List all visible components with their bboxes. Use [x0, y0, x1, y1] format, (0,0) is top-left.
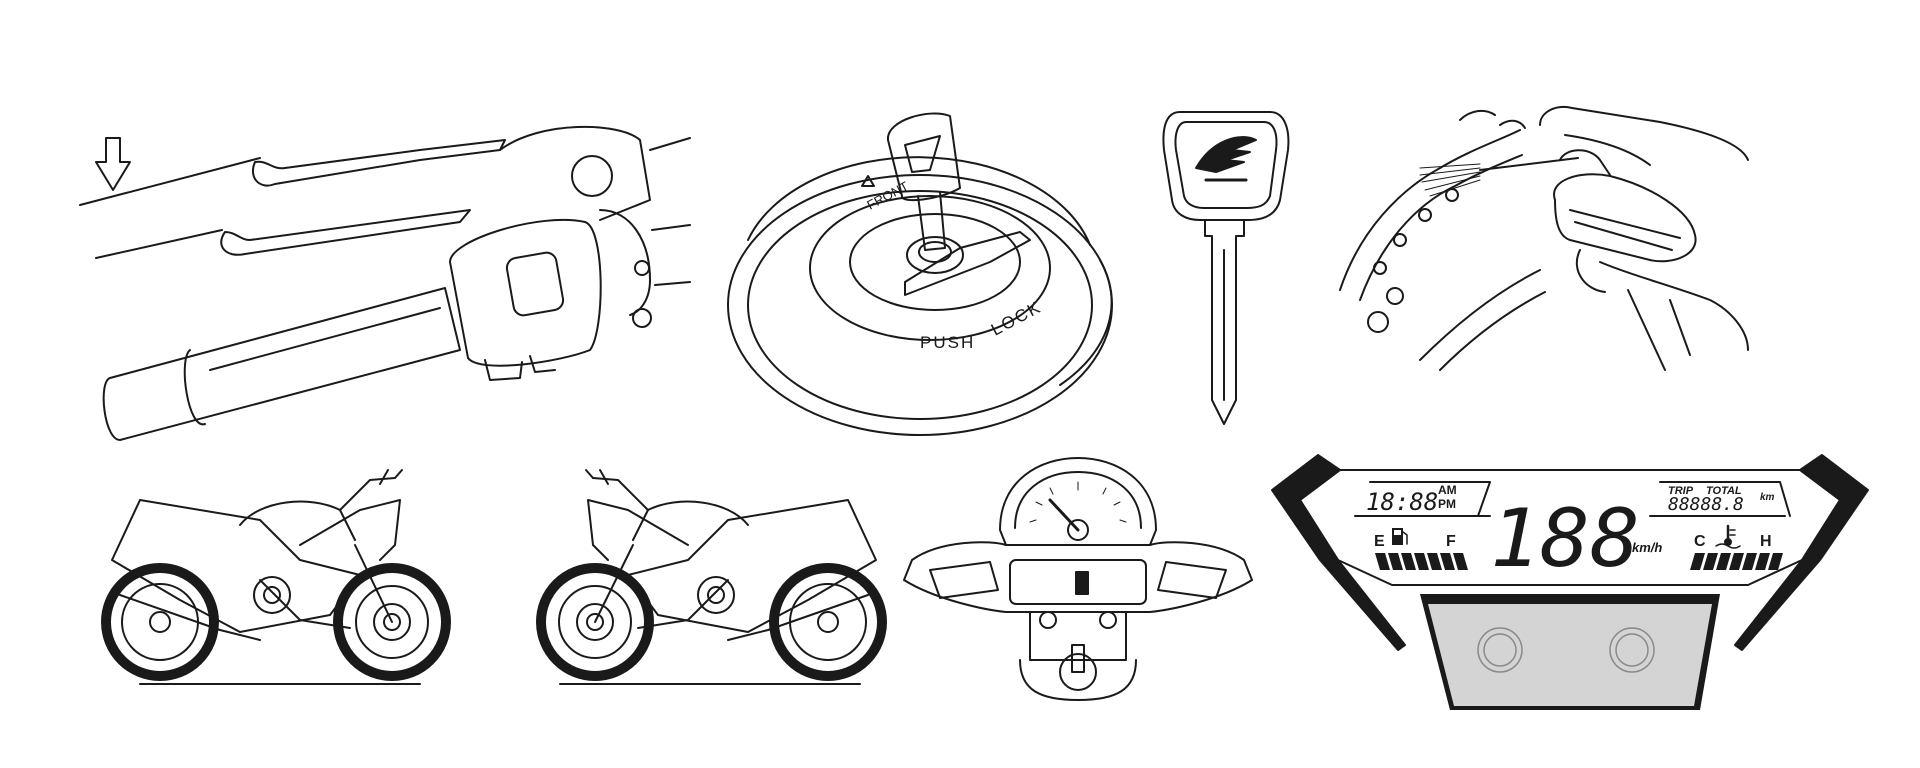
dashboard-lower-panel [1428, 604, 1712, 706]
ignition-push-label: PUSH [920, 333, 975, 352]
clock-display: 18:88 [1366, 488, 1438, 516]
down-arrow-icon [95, 137, 131, 191]
clock-am-label: AM [1438, 483, 1457, 497]
total-label: TOTAL [1706, 485, 1742, 497]
odometer-unit-label: km [1760, 492, 1775, 503]
speed-unit-label: km/h [1632, 540, 1662, 555]
analog-instrument-cluster [903, 457, 1253, 701]
trip-label: TRIP [1668, 485, 1694, 497]
odometer-display: 88888.8 [1668, 494, 1744, 515]
fuel-full-label: F [1446, 533, 1456, 550]
honda-wing-logo [1195, 136, 1257, 182]
motorcycle-side-view-left-facing [536, 469, 887, 685]
temp-cold-label: C [1694, 533, 1706, 550]
chain-lubrication-illustration [1339, 106, 1749, 371]
motorcycle-key-illustration [1162, 111, 1290, 425]
clock-pm-label: PM [1438, 497, 1456, 511]
ignition-lock-label: LOCK [988, 297, 1045, 339]
ignition-switch-illustration: FRONT PUSH LOCK [727, 112, 1113, 436]
coolant-temp-icon [1715, 524, 1741, 549]
handlebar-lever-illustration [79, 125, 691, 441]
motorcycle-side-view-right-facing [101, 469, 451, 685]
fuel-empty-label: E [1374, 533, 1385, 550]
speed-display: 188 [1490, 492, 1640, 585]
temp-gauge-bars [1690, 553, 1783, 570]
temp-hot-label: H [1760, 533, 1772, 550]
fuel-pump-icon [1392, 528, 1408, 545]
fuel-gauge-bars [1375, 553, 1468, 570]
spray-mist [1419, 163, 1481, 197]
digital-dashboard: 18:88 AM PM 188 km/h TRIP TOTAL 88888.8 … [1271, 454, 1869, 710]
